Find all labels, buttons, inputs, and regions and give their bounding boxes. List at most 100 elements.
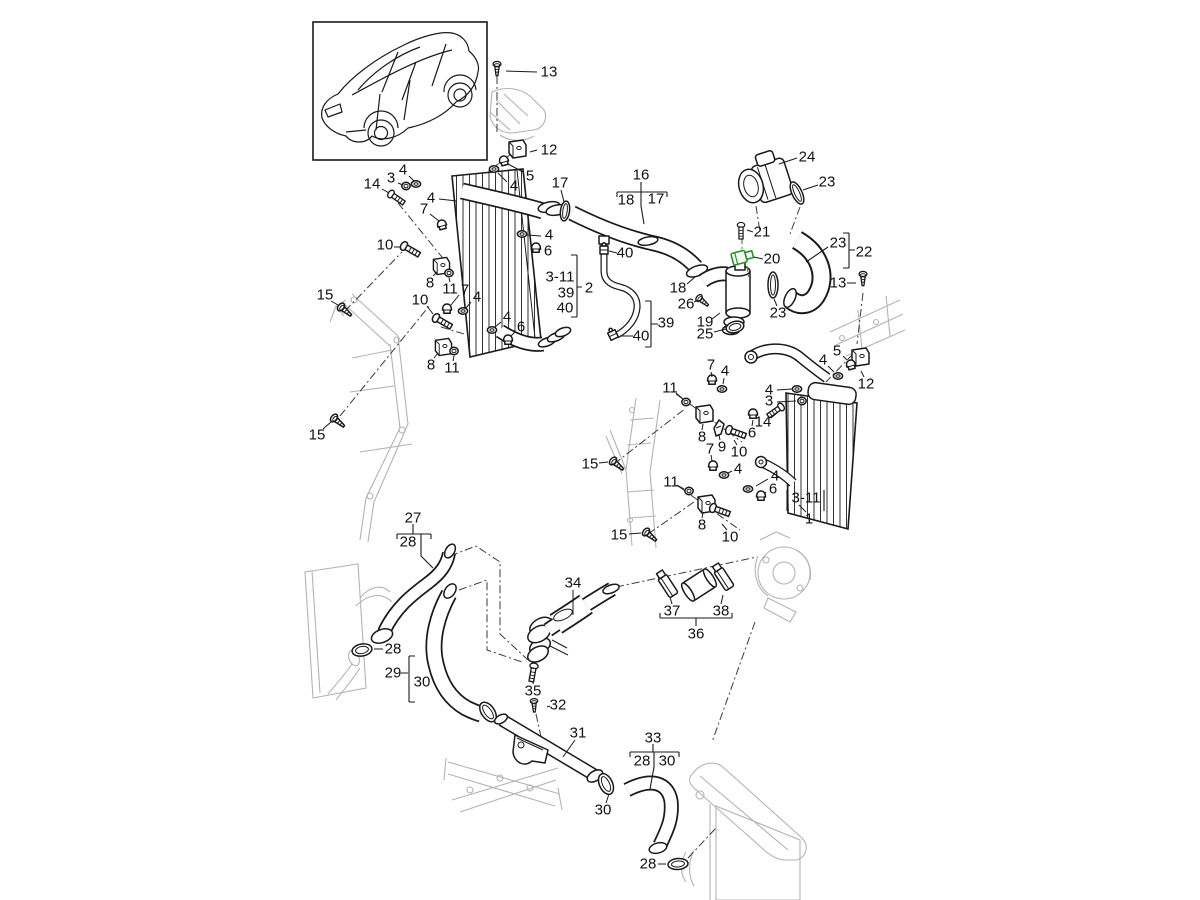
callout-15[interactable]: 15 <box>317 287 334 304</box>
callout-6[interactable]: 6 <box>517 319 525 336</box>
bolt-10 <box>430 311 455 332</box>
callout-3[interactable]: 3 <box>387 170 395 187</box>
callout-32[interactable]: 32 <box>550 697 567 714</box>
callout-28[interactable]: 28 <box>400 534 417 551</box>
callout-29[interactable]: 29 <box>385 665 402 682</box>
callout-23[interactable]: 23 <box>770 305 787 322</box>
callout-14[interactable]: 14 <box>755 414 772 431</box>
callout-9[interactable]: 9 <box>718 439 726 456</box>
callout-5[interactable]: 5 <box>526 168 534 185</box>
callout-3[interactable]: 3 <box>765 393 773 410</box>
callout-16[interactable]: 16 <box>633 167 650 184</box>
callout-2[interactable]: 2 <box>585 280 593 297</box>
callout-36[interactable]: 36 <box>688 626 705 643</box>
callout-22[interactable]: 22 <box>856 244 873 261</box>
callout-10[interactable]: 10 <box>412 292 429 309</box>
callout-4[interactable]: 4 <box>473 289 481 306</box>
sensor-assembly-line <box>741 238 750 280</box>
callout-25[interactable]: 25 <box>697 326 714 343</box>
callout-leader-4 <box>827 365 835 373</box>
callout-13[interactable]: 13 <box>830 275 847 292</box>
callout-26[interactable]: 26 <box>678 296 695 313</box>
callout-8[interactable]: 8 <box>698 429 706 446</box>
callout-12[interactable]: 12 <box>541 142 558 159</box>
callout-11[interactable]: 11 <box>663 474 679 491</box>
nut-3-right <box>797 396 807 406</box>
callout-4[interactable]: 4 <box>765 382 773 399</box>
callout-4[interactable]: 4 <box>771 468 779 485</box>
callout-6[interactable]: 6 <box>748 425 756 442</box>
callout-30[interactable]: 30 <box>595 802 612 819</box>
callout-38[interactable]: 38 <box>713 603 730 620</box>
callout-40[interactable]: 40 <box>557 300 574 317</box>
callout-4[interactable]: 4 <box>427 190 435 207</box>
callout-17[interactable]: 17 <box>648 191 665 208</box>
callout-34[interactable]: 34 <box>565 575 582 592</box>
callout-1[interactable]: 1 <box>805 511 813 528</box>
callout-27[interactable]: 27 <box>405 510 422 527</box>
sensor-20-highlighted[interactable] <box>730 248 755 266</box>
callout-4[interactable]: 4 <box>734 461 742 478</box>
callout-6[interactable]: 6 <box>544 243 552 260</box>
callout-10[interactable]: 10 <box>377 237 394 254</box>
callout-39[interactable]: 39 <box>658 315 675 332</box>
callout-40[interactable]: 40 <box>617 245 634 262</box>
callout-3-11[interactable]: 3-11 <box>546 269 575 286</box>
callout-7[interactable]: 7 <box>707 357 715 374</box>
callout-leader-5 <box>842 355 848 361</box>
callout-leader-19 <box>711 312 721 320</box>
callout-19[interactable]: 19 <box>697 314 714 331</box>
callout-3-11[interactable]: 3-11 <box>792 490 821 507</box>
callout-4[interactable]: 4 <box>510 178 518 195</box>
callout-15[interactable]: 15 <box>611 527 628 544</box>
callout-11[interactable]: 11 <box>444 360 460 377</box>
callout-28[interactable]: 28 <box>634 753 651 770</box>
callout-8[interactable]: 8 <box>698 517 706 534</box>
callout-14[interactable]: 14 <box>364 176 381 193</box>
callout-4[interactable]: 4 <box>721 363 729 380</box>
callout-20[interactable]: 20 <box>764 251 781 268</box>
callout-11[interactable]: 11 <box>662 380 678 397</box>
callout-4[interactable]: 4 <box>819 352 827 369</box>
callout-4[interactable]: 4 <box>399 162 407 179</box>
callout-28[interactable]: 28 <box>640 856 657 873</box>
callout-23[interactable]: 23 <box>819 174 836 191</box>
callout-6[interactable]: 6 <box>769 481 777 498</box>
pressure-hose-16 <box>568 205 709 278</box>
callout-30[interactable]: 30 <box>659 753 676 770</box>
callout-18[interactable]: 18 <box>670 280 687 297</box>
callout-5[interactable]: 5 <box>833 343 841 360</box>
callout-7[interactable]: 7 <box>420 201 428 218</box>
callout-7[interactable]: 7 <box>706 441 714 458</box>
callout-35[interactable]: 35 <box>525 683 542 700</box>
callout-4[interactable]: 4 <box>545 227 553 244</box>
callout-15[interactable]: 15 <box>309 427 326 444</box>
callout-4[interactable]: 4 <box>503 309 511 326</box>
callout-leader-35 <box>532 678 535 685</box>
callout-31[interactable]: 31 <box>570 725 587 742</box>
callout-30[interactable]: 30 <box>414 674 431 691</box>
callout-15[interactable]: 15 <box>582 456 599 473</box>
callout-11[interactable]: 11 <box>442 281 458 298</box>
callout-13[interactable]: 13 <box>541 64 558 81</box>
callout-17[interactable]: 17 <box>552 175 569 192</box>
callout-8[interactable]: 8 <box>426 275 434 292</box>
callout-21[interactable]: 21 <box>754 224 771 241</box>
callout-40[interactable]: 40 <box>633 328 650 345</box>
charge-hose-22 <box>783 231 832 315</box>
callout-24[interactable]: 24 <box>799 149 816 166</box>
callout-23[interactable]: 23 <box>830 235 847 252</box>
callout-8[interactable]: 8 <box>427 357 435 374</box>
callout-37[interactable]: 37 <box>664 603 681 620</box>
callout-7[interactable]: 7 <box>461 282 469 299</box>
callout-12[interactable]: 12 <box>858 376 875 393</box>
callout-33[interactable]: 33 <box>645 730 662 747</box>
callout-28[interactable]: 28 <box>385 641 402 658</box>
callout-10[interactable]: 10 <box>731 444 748 461</box>
callout-10[interactable]: 10 <box>722 529 739 546</box>
callout-18[interactable]: 18 <box>618 192 635 209</box>
grommet-7 <box>441 303 453 314</box>
callout-39[interactable]: 39 <box>558 285 575 302</box>
callout-leader-4 <box>494 321 502 328</box>
callout-leader-3 <box>397 182 404 186</box>
